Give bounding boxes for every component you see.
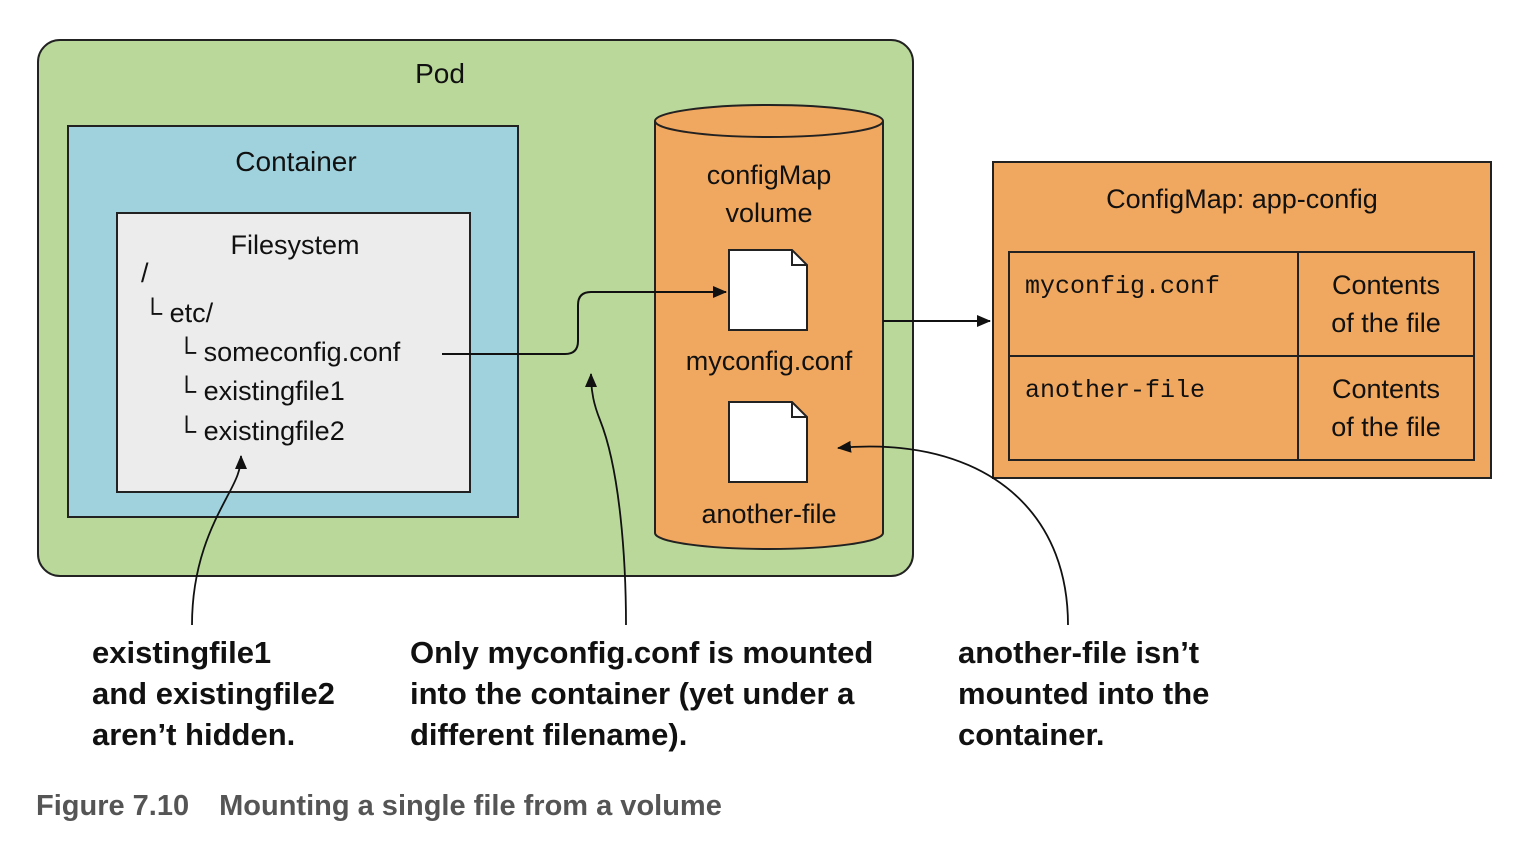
- fs-etc-dir: └ etc/: [143, 298, 214, 328]
- note-left-line: existingfile1: [92, 635, 272, 670]
- mount-connector-arrow: [442, 286, 727, 355]
- filesystem-label: Filesystem: [230, 230, 360, 260]
- filesystem-box: [116, 212, 471, 493]
- note-right-pointer-arrow: [837, 440, 1069, 626]
- note-middle-line: Only myconfig.conf is mounted: [410, 635, 874, 670]
- volume-label: configMap volume: [655, 156, 883, 232]
- configmap-title: ConfigMap: app-config: [1106, 184, 1378, 214]
- note-middle-line: different filename).: [410, 717, 688, 752]
- configmap-key: another-file: [1025, 376, 1206, 405]
- configmap-value-line2: of the file: [1331, 308, 1441, 338]
- fs-file-someconfig: └ someconfig.conf: [177, 337, 401, 367]
- configmap-key: myconfig.conf: [1025, 272, 1221, 301]
- volume-label-line2: volume: [725, 198, 813, 228]
- configmap-table: [1008, 251, 1475, 461]
- fs-root: /: [141, 258, 149, 288]
- configmap-value-line1: Contents: [1331, 270, 1441, 300]
- figure-caption: Figure 7.10 Mounting a single file from a…: [36, 790, 722, 823]
- configmap-value: Contents of the file: [1298, 266, 1474, 342]
- note-left-pointer-arrow: [191, 455, 247, 626]
- note-right-line: container.: [958, 717, 1105, 752]
- configmap-value-line1: Contents: [1331, 374, 1441, 404]
- volume-file-myconfig: myconfig.conf: [685, 346, 853, 376]
- fs-file-existingfile1: └ existingfile1: [177, 376, 345, 406]
- note-left-line: and existingfile2: [92, 676, 335, 711]
- configmap-box: [992, 161, 1492, 479]
- file-icon: [728, 401, 808, 483]
- note-middle-line: into the container (yet under a: [410, 676, 855, 711]
- note-left-line: aren’t hidden.: [92, 717, 296, 752]
- pod-label: Pod: [415, 58, 465, 89]
- configmap-volume-cylinder: [654, 104, 884, 550]
- note-middle-pointer-arrow: [585, 373, 627, 626]
- file-icon: [728, 249, 808, 331]
- note-right-line: another-file isn’t: [958, 635, 1200, 670]
- fs-file-existingfile2: └ existingfile2: [177, 416, 345, 446]
- note-left: existingfile1 and existingfile2 aren’t h…: [92, 632, 335, 755]
- container-label: Container: [235, 146, 357, 177]
- figure-caption-text: Mounting a single file from a volume: [219, 790, 722, 822]
- configmap-value-line2: of the file: [1331, 412, 1441, 442]
- note-right-line: mounted into the: [958, 676, 1210, 711]
- volume-file-another: another-file: [701, 499, 837, 529]
- configmap-value: Contents of the file: [1298, 370, 1474, 446]
- note-middle: Only myconfig.conf is mounted into the c…: [410, 632, 873, 755]
- figure-number: Figure 7.10: [36, 790, 190, 822]
- note-right: another-file isn’t mounted into the cont…: [958, 632, 1209, 755]
- volume-label-line1: configMap: [706, 160, 832, 190]
